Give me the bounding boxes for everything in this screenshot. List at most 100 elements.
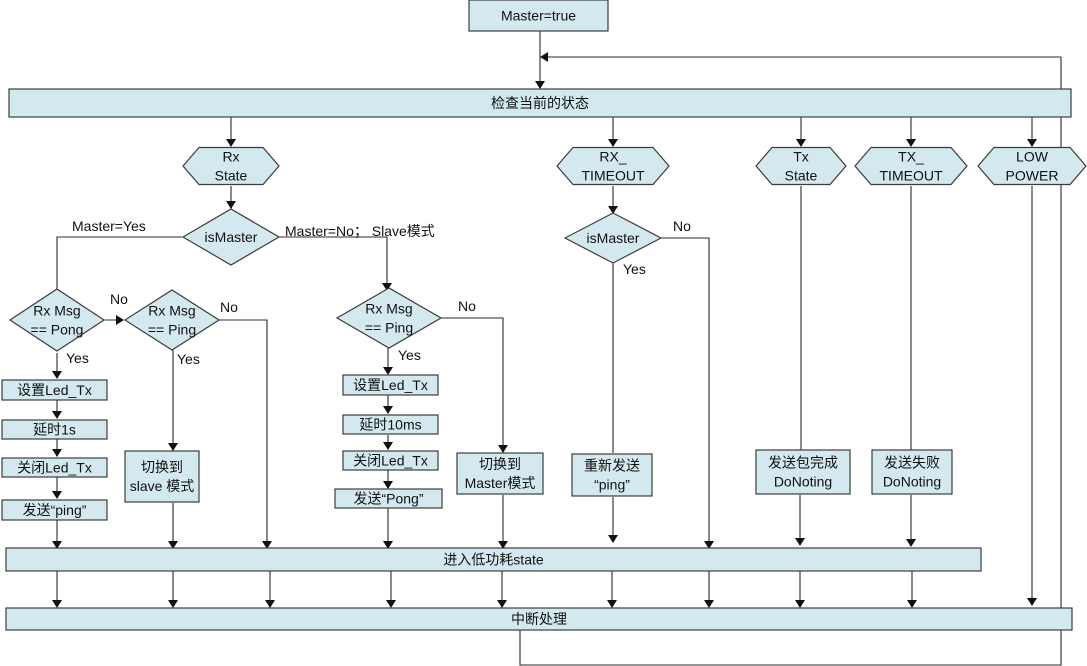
decision-ping-check-slave-text: Rx Msg [365, 301, 412, 317]
decision-rx-ismaster-text: isMaster [205, 229, 258, 245]
decision-rxto-ismaster[interactable]: isMaster [563, 212, 663, 264]
decision-rxto-ismaster-diamond [563, 212, 663, 264]
ping-s-no-line [441, 317, 508, 453]
decision-ping-check-slave[interactable]: Rx Msg == Ping [335, 287, 443, 349]
state-low-power-text: LOW [1016, 149, 1049, 165]
start-node-box [468, 0, 609, 32]
process-m-delay[interactable]: 延时1s [1, 419, 108, 440]
state-tx-timeout-hexagon [854, 146, 968, 186]
edge-label-ping-s-no: No [458, 298, 476, 314]
state-low-power-hexagon [977, 146, 1087, 186]
process-tx-done-text: 发送包完成 [768, 455, 838, 471]
process-m-delay-box [1, 419, 108, 440]
process-to-slave-text: slave 模式 [130, 478, 195, 494]
process-tx-fail-text: 发送失败 [884, 455, 940, 471]
state-tx-timeout-text: TX_ [898, 149, 924, 165]
check-state-bar-box [8, 88, 1072, 118]
decision-pong-check-text: Rx Msg [33, 303, 80, 319]
state-rx-text: Rx [222, 149, 239, 165]
edge-label-pong-no: No [110, 291, 128, 307]
state-rx-hexagon [182, 146, 280, 186]
process-m-close-led[interactable]: 关闭Led_Tx [1, 457, 108, 478]
edge-label-master-no: Master=No； Slave模式 [285, 223, 435, 240]
connectors [52, 31, 1062, 666]
nodes: Master=true检查当前的状态进入低功耗state中断处理RxStateR… [1, 0, 1087, 631]
state-rx-timeout-text: RX_ [599, 149, 626, 165]
process-tx-done-box [755, 449, 851, 495]
process-to-slave-text: 切换到 [141, 459, 183, 475]
decision-pong-check[interactable]: Rx Msg == Pong [8, 288, 106, 352]
process-resend-ping-text: “ping” [594, 477, 630, 493]
decision-ping-check-master[interactable]: Rx Msg== Ping [123, 289, 221, 351]
process-s-set-led[interactable]: 设置Led_Tx [342, 374, 439, 396]
interrupt-bar-text: 中断处理 [511, 611, 567, 627]
state-low-power-text: POWER [1006, 168, 1059, 184]
low-power-bar-box [5, 547, 982, 572]
state-rx-timeout-hexagon [556, 146, 670, 186]
rxto-no-line [660, 237, 714, 549]
state-rx-timeout[interactable]: RX_ TIMEOUT [556, 146, 670, 186]
process-tx-fail[interactable]: 发送失败 DoNoting [871, 449, 953, 495]
check-state-bar-text: 检查当前的状态 [491, 95, 589, 111]
state-low-power[interactable]: LOW POWER [977, 146, 1087, 186]
process-tx-fail-box [871, 449, 953, 495]
edge-label-ping-m-yes: Yes [177, 351, 200, 367]
decision-rx-ismaster-diamond [181, 208, 281, 266]
process-resend-ping-text: 重新发送 [584, 458, 640, 474]
process-s-close-led-box [342, 450, 439, 471]
decision-rxto-ismaster-text: isMaster [587, 230, 640, 246]
decision-rx-ismaster[interactable]: isMaster [181, 208, 281, 266]
state-rx-text: State [215, 168, 248, 184]
low-power-bar-text: 进入低功耗state [443, 552, 544, 568]
master-no-line [279, 236, 392, 291]
process-tx-fail-text: DoNoting [883, 474, 941, 490]
edge-label-master-yes: Master=Yes [72, 218, 146, 234]
decision-ping-check-slave-text: == Ping [365, 320, 413, 336]
process-s-close-led[interactable]: 关闭Led_Tx [342, 450, 439, 471]
process-to-master-text: Master模式 [465, 475, 536, 491]
process-m-set-led[interactable]: 设置Led_Tx [1, 379, 108, 401]
process-m-close-led-text: 关闭Led_Tx [17, 460, 92, 476]
process-s-delay-text: 延时10ms [359, 417, 421, 433]
low-power-bar[interactable]: 进入低功耗state [5, 547, 982, 572]
interrupt-bar[interactable]: 中断处理 [5, 607, 1073, 631]
decision-pong-check-diamond [8, 288, 106, 352]
check-state-bar[interactable]: 检查当前的状态 [8, 88, 1072, 118]
process-m-send-ping[interactable]: 发送“ping” [1, 499, 108, 521]
decision-ping-check-slave-diamond [335, 287, 443, 349]
decision-ping-check-master-diamond [123, 289, 221, 351]
process-resend-ping[interactable]: 重新发送 “ping” [571, 453, 653, 497]
edge-label-pong-yes: Yes [66, 350, 89, 366]
process-s-set-led-box [342, 374, 439, 396]
process-m-send-ping-box [1, 499, 108, 521]
state-rx-timeout-text: TIMEOUT [582, 168, 645, 184]
edge-label-ping-s-yes: Yes [398, 347, 421, 363]
edge-label-rxto-no: No [673, 218, 691, 234]
process-to-master-box [456, 452, 544, 495]
process-s-delay[interactable]: 延时10ms [342, 414, 439, 435]
ping-m-no-line [218, 319, 272, 549]
process-s-close-led-text: 关闭Led_Tx [353, 453, 428, 469]
decision-ping-check-master-text: Rx Msg [148, 303, 195, 319]
process-resend-ping-box [571, 453, 653, 497]
start-node-text: Master=true [501, 8, 576, 24]
start-node[interactable]: Master=true [468, 0, 609, 32]
process-m-send-ping-text: 发送“ping” [23, 502, 87, 518]
process-to-slave-box [124, 450, 200, 503]
process-s-send-pong-box [334, 488, 443, 509]
master-yes-line [56, 236, 182, 290]
process-s-delay-box [342, 414, 439, 435]
process-s-send-pong[interactable]: 发送“Pong” [334, 488, 443, 509]
state-tx-timeout[interactable]: TX_TIMEOUT [854, 146, 968, 186]
state-tx-text: Tx [793, 149, 809, 165]
edge-label-ping-m-no: No [220, 299, 238, 315]
edge-label-rxto-yes: Yes [623, 261, 646, 277]
decision-pong-check-text: == Pong [31, 322, 84, 338]
process-m-set-led-box [1, 379, 108, 401]
state-tx-hexagon [755, 146, 847, 186]
process-to-slave[interactable]: 切换到 slave 模式 [124, 450, 200, 503]
